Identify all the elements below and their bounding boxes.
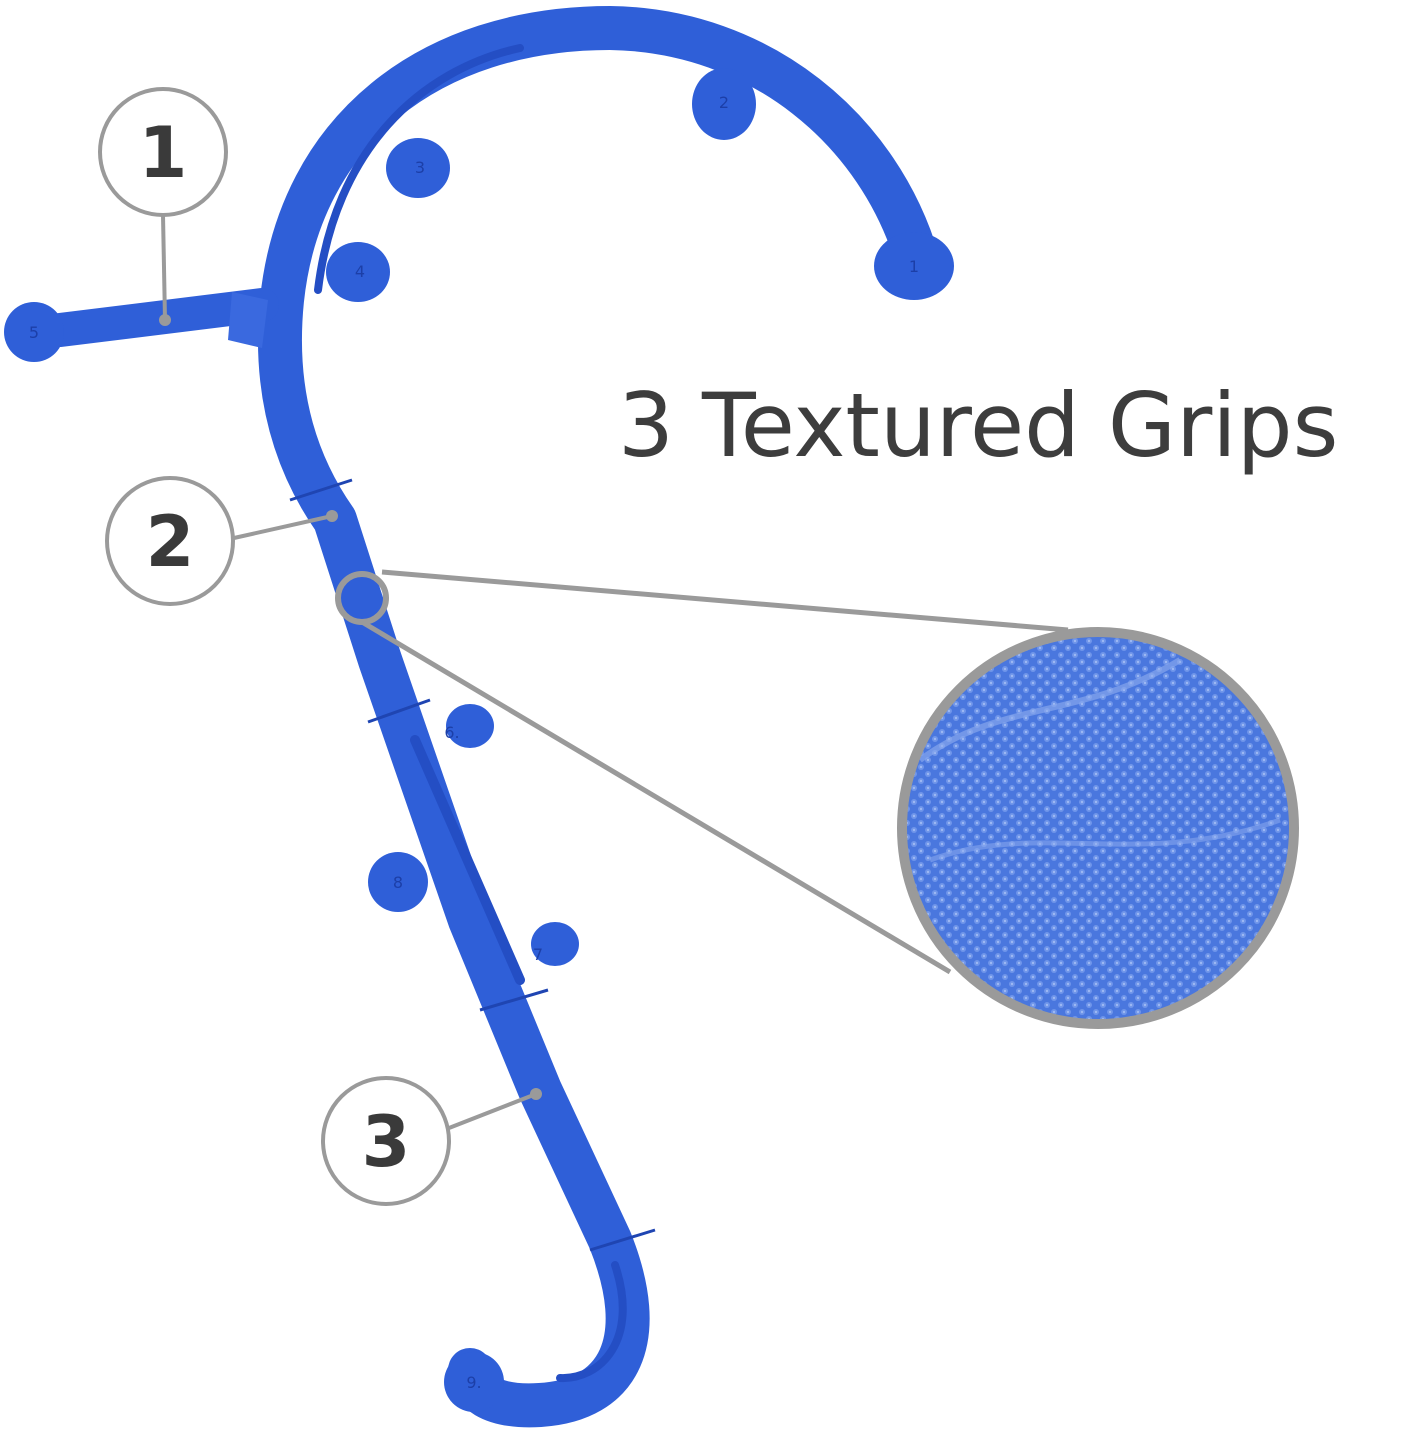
callout-1: 1 <box>98 87 228 326</box>
knob-8: 8 <box>368 852 428 912</box>
callout-3-label: 3 <box>362 1101 411 1183</box>
zoom-line-top <box>381 569 1069 633</box>
texture-zoom <box>335 569 1299 1029</box>
knob-1: 1 <box>874 232 954 300</box>
joint-2 <box>367 698 431 724</box>
feature-heading: 3 Textured Grips <box>618 374 1339 477</box>
zoom-ring <box>897 627 1299 1029</box>
hook-body <box>43 6 940 1428</box>
callout-3: 3 <box>321 1076 542 1206</box>
callout-1-label: 1 <box>139 112 188 194</box>
joint-4 <box>589 1228 656 1252</box>
knob-2: 2 <box>692 68 756 140</box>
svg-text:4: 4 <box>355 262 365 281</box>
zoom-texture <box>906 636 1290 1020</box>
knob-7: 7 <box>531 922 579 966</box>
joint-3 <box>479 988 549 1012</box>
zoom-line-bottom <box>360 619 952 975</box>
callout-2: 2 <box>105 476 338 606</box>
knobs: 1 2 3 4 5 6. 7 <box>4 68 954 1412</box>
knob-5: 5 <box>4 302 64 362</box>
knob-9: 9. <box>444 1352 504 1412</box>
svg-text:9.: 9. <box>466 1373 481 1392</box>
svg-text:5: 5 <box>29 323 39 342</box>
callout-2-label: 2 <box>146 501 195 583</box>
svg-text:8: 8 <box>393 873 403 892</box>
svg-text:6.: 6. <box>444 723 459 742</box>
joint-1 <box>289 478 353 502</box>
hook-groove <box>314 44 524 294</box>
knob-6: 6. <box>444 704 494 748</box>
side-handle-joint <box>228 292 268 348</box>
knob-3: 3 <box>386 138 450 198</box>
svg-text:1: 1 <box>909 257 919 276</box>
mid-groove <box>410 735 525 985</box>
svg-text:2: 2 <box>719 93 729 112</box>
lower-groove <box>556 1261 627 1383</box>
svg-text:7: 7 <box>533 945 543 964</box>
knob-4: 4 <box>326 242 390 302</box>
zoom-source-ring <box>335 571 389 625</box>
svg-text:3: 3 <box>415 158 425 177</box>
hook-shaft <box>257 6 940 1428</box>
